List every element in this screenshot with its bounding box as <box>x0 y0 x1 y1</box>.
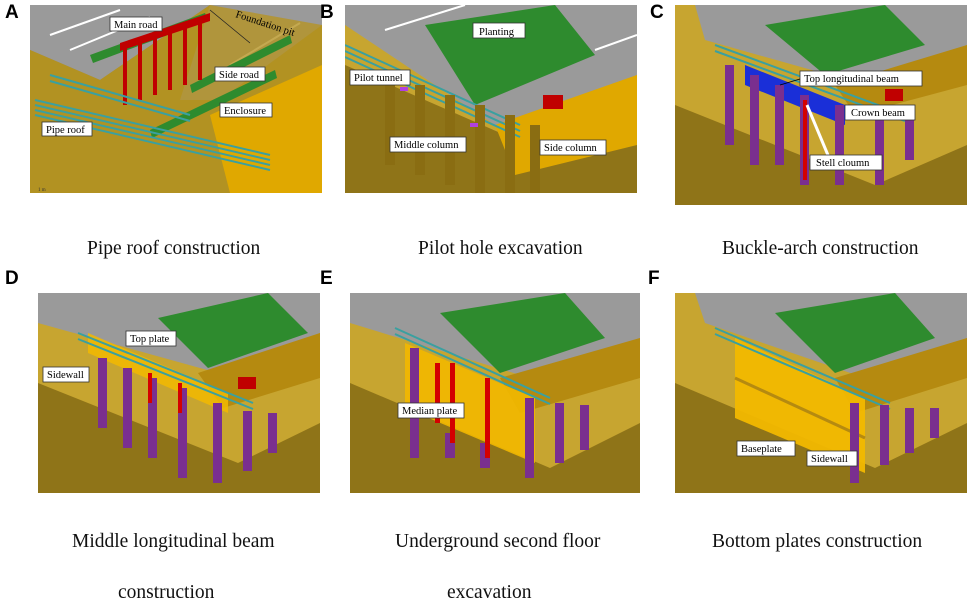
panel-a-letter: A <box>5 2 19 23</box>
panel-f-caption: Bottom plates construction <box>712 531 923 552</box>
sidewall-label: Sidewall <box>47 370 84 381</box>
panel-e-letter: E <box>320 268 333 289</box>
panel-b-letter: B <box>320 2 334 23</box>
panel-d-letter: D <box>5 268 19 289</box>
top-longitudinal-beam-label: Top longitudinal beam <box>804 74 899 85</box>
pilot-tunnel-label-box <box>349 69 411 86</box>
side-column-label-box <box>539 139 607 156</box>
median-plate-label: Median plate <box>402 406 457 417</box>
planting-label: Planting <box>479 27 515 38</box>
panel-e-caption-line2: excavation <box>447 582 532 603</box>
panel-f-illustration: Baseplate Sidewall <box>675 293 967 493</box>
pipe-roof-label-box <box>41 121 93 137</box>
panel-f: Baseplate Sidewall <box>675 293 967 493</box>
middle-column-label-box <box>389 136 467 153</box>
panel-a: 1 m Main road Foundation pit Side road E… <box>30 5 322 193</box>
enclosure-label: Enclosure <box>224 106 266 117</box>
panel-d-illustration: Top plate Sidewall <box>38 293 320 493</box>
top-longitudinal-beam-label-box <box>799 70 923 87</box>
top-plate-label-box <box>125 330 177 347</box>
median-plate-label-box <box>397 402 465 419</box>
panel-c: Top longitudinal beam Crown beam Stell c… <box>675 5 967 205</box>
middle-column-label: Middle column <box>394 140 459 151</box>
panel-d-caption-line2: construction <box>118 582 215 603</box>
planting-label-box <box>472 22 526 39</box>
panel-b: Planting Pilot tunnel Middle column Side… <box>345 5 637 193</box>
steel-column-label: Stell cloumn <box>816 158 870 169</box>
sidewall-f-label-box <box>806 450 858 467</box>
baseplate-label: Baseplate <box>741 444 782 455</box>
panel-c-illustration: Top longitudinal beam Crown beam Stell c… <box>675 5 967 205</box>
main-road-label-box <box>109 16 163 32</box>
panel-e-caption-line1: Underground second floor <box>395 531 601 552</box>
sidewall-label-box <box>42 366 90 383</box>
top-plate-label: Top plate <box>130 334 170 345</box>
svg-text:1 m: 1 m <box>38 188 46 193</box>
panel-c-letter: C <box>650 2 664 23</box>
main-road-label: Main road <box>114 20 158 31</box>
panel-b-illustration: Planting Pilot tunnel Middle column Side… <box>345 5 637 193</box>
baseplate-label-box <box>736 440 796 457</box>
crown-beam-label-box <box>844 104 916 121</box>
panel-f-letter: F <box>648 268 660 289</box>
side-column-label: Side column <box>544 143 598 154</box>
top-beam-leader <box>779 78 801 86</box>
foundation-pit-arrow <box>209 9 251 44</box>
panel-e-illustration: Median plate <box>350 293 640 493</box>
crown-beam-label: Crown beam <box>851 108 905 119</box>
pipe-roof-label: Pipe roof <box>46 125 85 136</box>
panel-b-caption: Pilot hole excavation <box>418 238 583 259</box>
pilot-tunnel-label: Pilot tunnel <box>354 73 403 84</box>
steel-column-label-box <box>809 154 883 171</box>
panel-a-caption: Pipe roof construction <box>87 238 261 259</box>
panel-e: Median plate <box>350 293 640 493</box>
side-road-label-box <box>214 66 266 82</box>
enclosure-label-box <box>219 102 273 118</box>
panel-a-illustration: 1 m Main road Foundation pit Side road E… <box>30 5 322 193</box>
side-road-label: Side road <box>219 70 260 81</box>
panel-d: Top plate Sidewall <box>38 293 320 493</box>
sidewall-f-label: Sidewall <box>811 454 848 465</box>
panel-d-caption-line1: Middle longitudinal beam <box>72 531 275 552</box>
panel-c-caption: Buckle-arch construction <box>722 238 919 259</box>
